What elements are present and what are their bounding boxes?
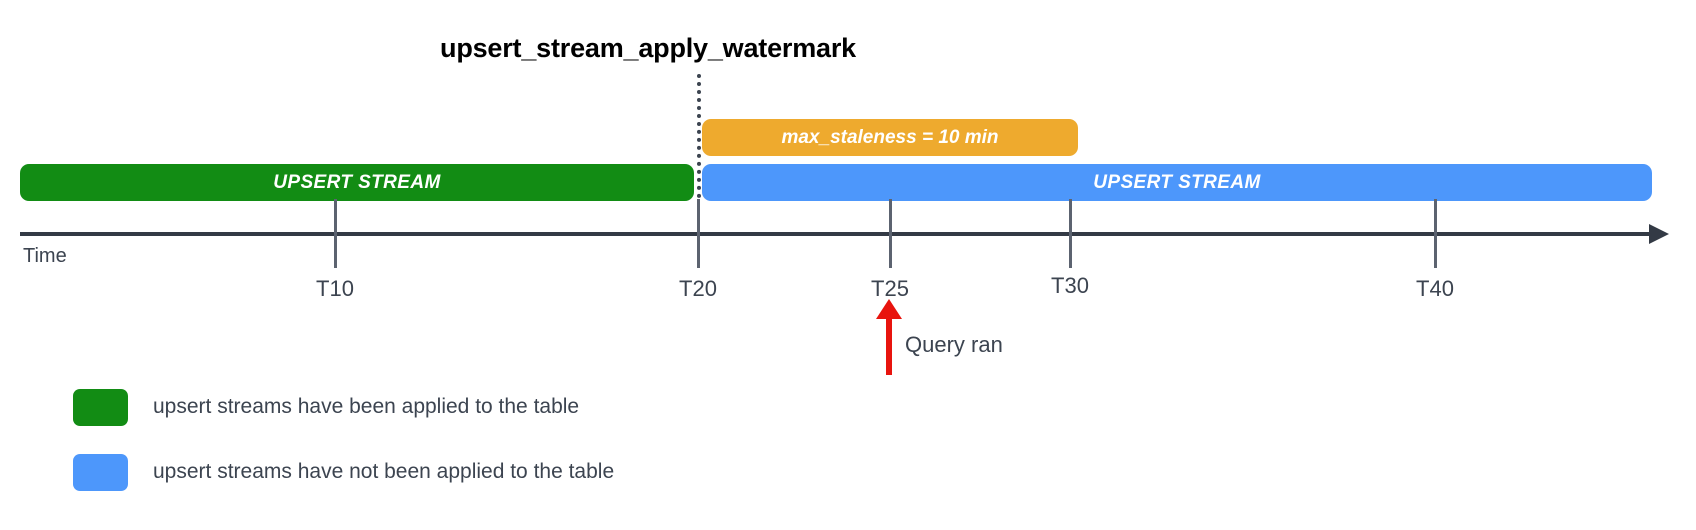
upsert-stream-bar-applied-label: UPSERT STREAM	[273, 171, 441, 193]
axis-tick-label-t40: T40	[1416, 276, 1454, 301]
axis-tick-t10	[334, 199, 337, 268]
axis-tick-label-t25: T25	[871, 276, 909, 301]
axis-tick-label-t20: T20	[679, 276, 717, 301]
axis-tick-label-t10: T10	[316, 276, 354, 301]
legend-swatch-not-applied	[73, 454, 128, 491]
axis-tick-t30	[1069, 199, 1072, 268]
time-axis-caption: Time	[23, 245, 67, 267]
legend-label-not-applied: upsert streams have not been applied to …	[153, 460, 615, 483]
query-ran-arrow-icon	[876, 299, 902, 319]
axis-tick-t20	[697, 199, 700, 268]
max-staleness-badge: max_staleness = 10 min	[702, 119, 1078, 156]
upsert-stream-bar-not-applied-label: UPSERT STREAM	[1093, 171, 1261, 193]
time-axis-line	[20, 232, 1654, 236]
query-ran-label: Query ran	[905, 332, 1003, 357]
axis-tick-t40	[1434, 199, 1437, 268]
diagram-title: upsert_stream_apply_watermark	[440, 33, 856, 63]
legend-swatch-applied	[73, 389, 128, 426]
axis-tick-t25	[889, 199, 892, 268]
max-staleness-label: max_staleness = 10 min	[781, 126, 999, 148]
time-axis-arrow-icon	[1649, 224, 1669, 244]
query-ran-arrow-shaft	[886, 316, 892, 375]
upsert-stream-bar-applied: UPSERT STREAM	[20, 164, 694, 201]
axis-tick-label-t30: T30	[1051, 273, 1089, 298]
upsert-stream-bar-not-applied: UPSERT STREAM	[702, 164, 1652, 201]
watermark-dotted-line	[697, 74, 701, 198]
legend-label-applied: upsert streams have been applied to the …	[153, 395, 580, 418]
